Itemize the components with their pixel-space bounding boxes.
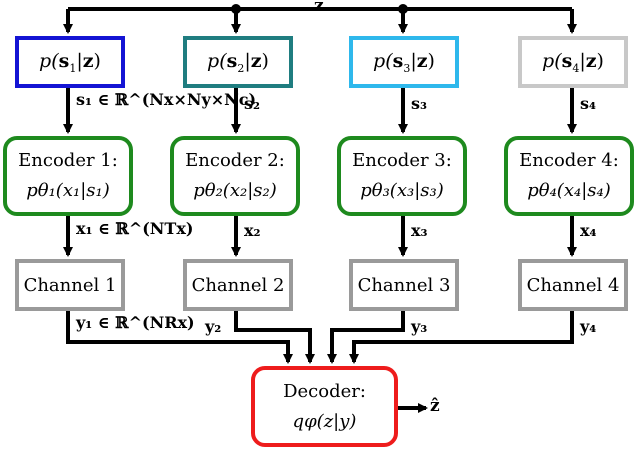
arrow-y3: [327, 311, 405, 364]
encoder-box-2: Encoder 2: pθ₂(x₂|s₂): [170, 136, 300, 216]
prior-box-4: p(s4|z): [518, 36, 628, 88]
prior-given-2: |: [244, 49, 251, 72]
x4-label: x₄: [580, 221, 597, 240]
prior-cond-3: z: [416, 49, 428, 72]
channel-label-4: Channel 4: [526, 274, 620, 296]
x1-label: x₁ ∈ ℝ^(NTx): [76, 219, 194, 238]
prior-cond-4: z: [585, 49, 597, 72]
encoder-box-4: Encoder 4: pθ₄(x₄|s₄): [504, 136, 634, 216]
s1-label: s₁ ∈ ℝ^(Nx×Ny×Nc): [76, 90, 257, 109]
prior-var-2: s: [226, 49, 238, 72]
encoder-box-1: Encoder 1: pθ₁(x₁|s₁): [3, 136, 133, 216]
arrow-y2: [234, 311, 315, 364]
prior-given-4: |: [579, 49, 586, 72]
prior-prefix-4: p(: [542, 49, 562, 72]
prior-box-2: p(s2|z): [183, 36, 293, 88]
junction-dot-left: [231, 4, 241, 14]
s4-label: s₄: [580, 94, 597, 113]
prior-box-3: p(s3|z): [349, 36, 459, 88]
prior-suffix-4: ): [596, 49, 604, 72]
channel-label-3: Channel 3: [357, 274, 451, 296]
prior-given-3: |: [410, 49, 417, 72]
input-z-label: z: [314, 0, 324, 16]
s3-label: s₃: [411, 94, 428, 113]
prior-prefix-3: p(: [373, 49, 393, 72]
channel-box-1: Channel 1: [15, 259, 125, 311]
encoder-title-3: Encoder 3:: [352, 150, 452, 171]
decoder-title: Decoder:: [283, 380, 366, 402]
arrow-y4: [349, 311, 574, 364]
encoder-title-1: Encoder 1:: [18, 150, 118, 171]
prior-formula-1: p(s1|z): [39, 50, 101, 75]
encoder-formula-4: pθ₄(x₄|s₄): [527, 180, 611, 201]
x2-label: x₂: [244, 221, 261, 240]
decoder-box: Decoder: qφ(z|y): [251, 366, 398, 447]
channel-box-2: Channel 2: [183, 259, 293, 311]
y4-label: y₄: [580, 317, 597, 336]
prior-var-3: s: [392, 49, 404, 72]
y3-label: y₃: [411, 317, 428, 336]
decoder-formula: qφ(z|y): [292, 410, 357, 432]
encoder-title-2: Encoder 2:: [185, 150, 285, 171]
prior-prefix-1: p(: [39, 49, 59, 72]
arrow-y1: [66, 311, 293, 364]
encoder-formula-2: pθ₂(x₂|s₂): [193, 180, 277, 201]
junction-dot-right: [398, 4, 408, 14]
prior-sub-3: 3: [403, 61, 411, 75]
y1-label: y₁ ∈ ℝ^(NRx): [76, 313, 195, 332]
prior-sub-1: 1: [69, 61, 77, 75]
encoder-title-4: Encoder 4:: [519, 150, 619, 171]
prior-cond-1: z: [82, 49, 94, 72]
s2-label: s₂: [244, 94, 261, 113]
prior-formula-2: p(s2|z): [207, 50, 269, 75]
x3-label: x₃: [411, 221, 428, 240]
prior-given-1: |: [76, 49, 83, 72]
prior-sub-4: 4: [572, 61, 580, 75]
prior-cond-2: z: [250, 49, 262, 72]
prior-suffix-1: ): [93, 49, 101, 72]
prior-prefix-2: p(: [207, 49, 227, 72]
prior-var-1: s: [58, 49, 70, 72]
encoder-formula-1: pθ₁(x₁|s₁): [26, 180, 110, 201]
channel-box-3: Channel 3: [349, 259, 459, 311]
y2-label: y₂: [205, 317, 222, 336]
output-z-hat-label: ẑ: [430, 396, 440, 416]
channel-label-2: Channel 2: [191, 274, 285, 296]
channel-label-1: Channel 1: [23, 274, 117, 296]
encoder-box-3: Encoder 3: pθ₃(x₃|s₃): [337, 136, 467, 216]
prior-var-4: s: [561, 49, 573, 72]
prior-suffix-3: ): [427, 49, 435, 72]
prior-formula-3: p(s3|z): [373, 50, 435, 75]
encoder-formula-3: pθ₃(x₃|s₃): [360, 180, 444, 201]
prior-sub-2: 2: [237, 61, 245, 75]
prior-suffix-2: ): [261, 49, 269, 72]
channel-box-4: Channel 4: [518, 259, 628, 311]
prior-box-1: p(s1|z): [15, 36, 125, 88]
prior-formula-4: p(s4|z): [542, 50, 604, 75]
